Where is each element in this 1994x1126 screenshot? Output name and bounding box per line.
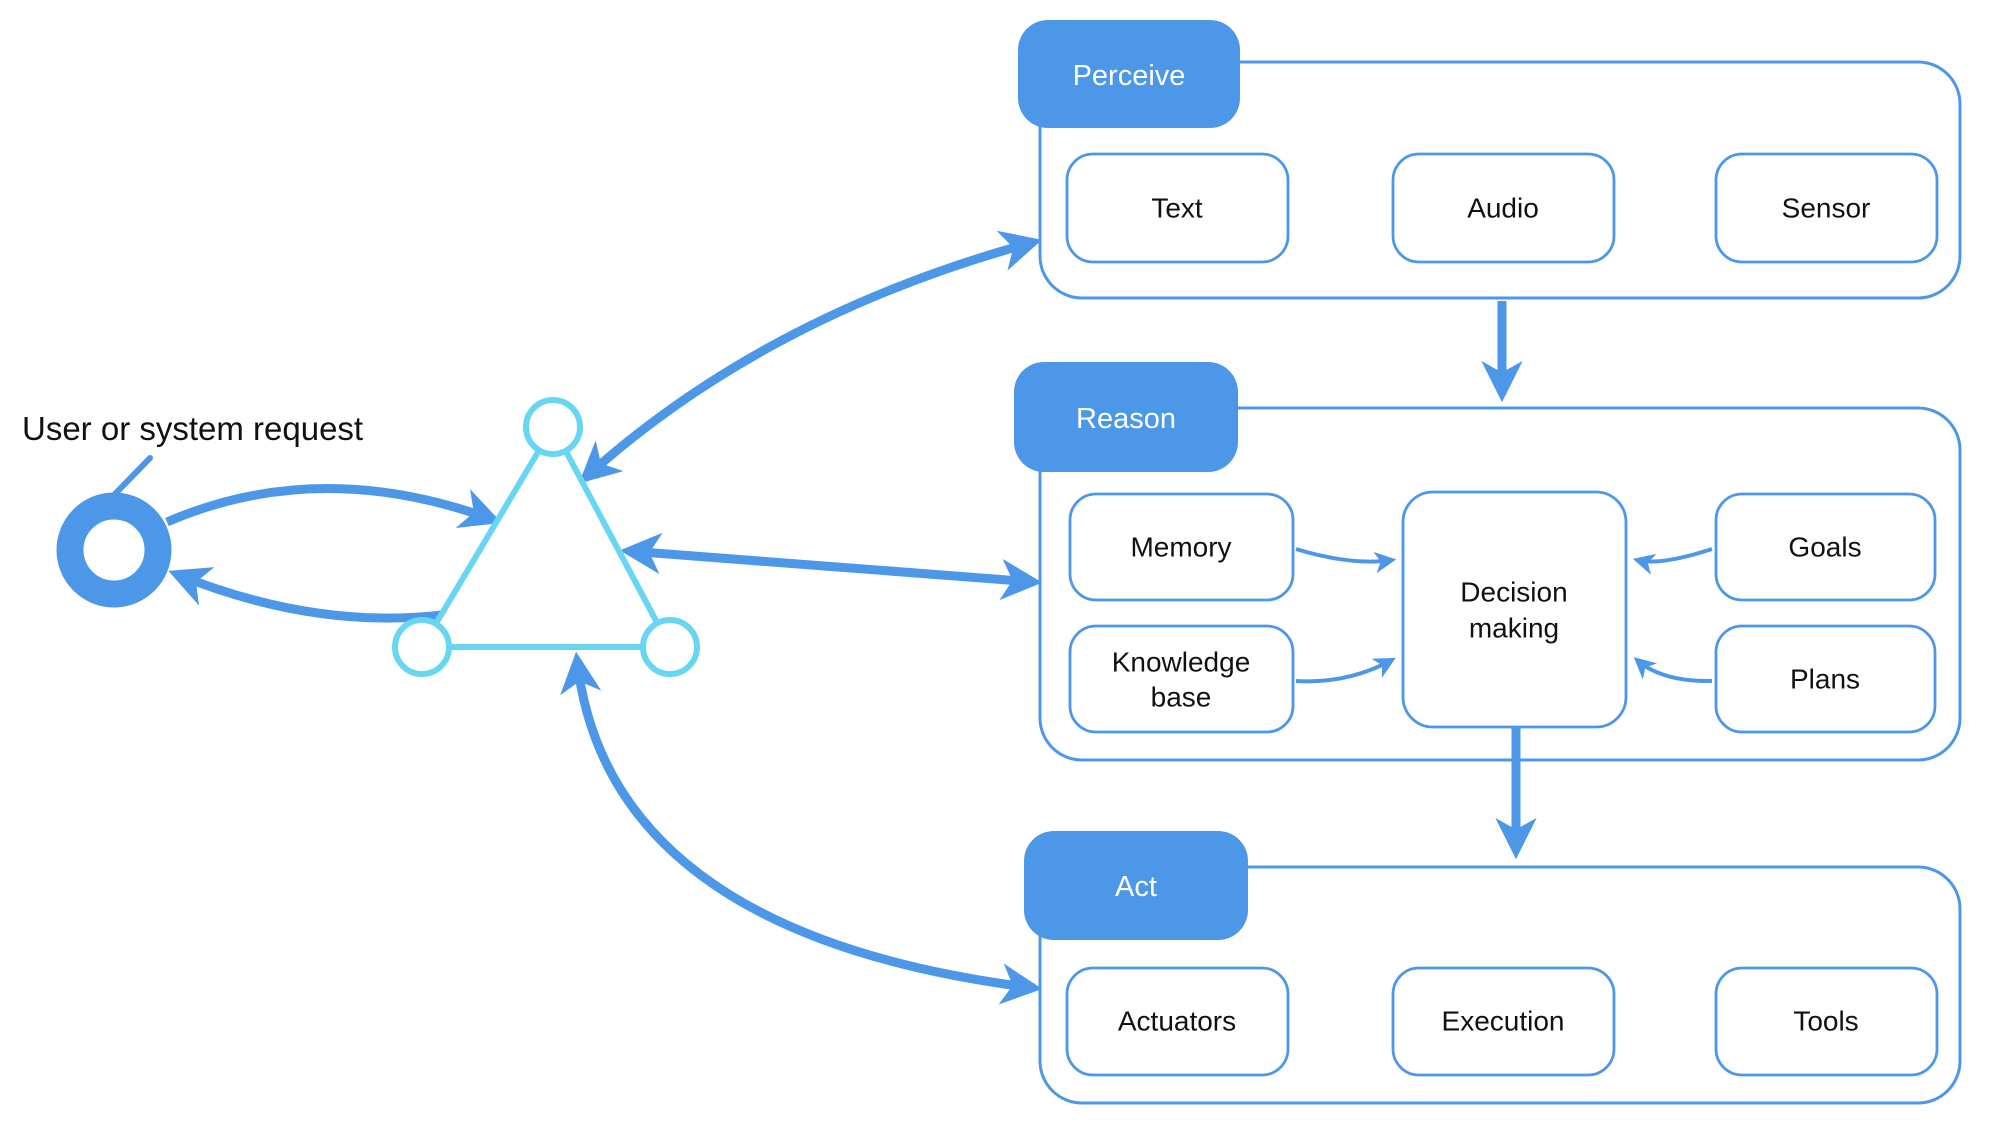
arrow-agent-act bbox=[560, 651, 1043, 1005]
perceive-tab-label: Perceive bbox=[1073, 60, 1186, 92]
request-pointer-line bbox=[112, 455, 153, 497]
arrow-user-to-agent bbox=[165, 484, 502, 529]
triangle-top-vertex bbox=[523, 397, 583, 457]
act-tab-label: Act bbox=[1115, 871, 1157, 903]
execution-node-label: Execution bbox=[1442, 1006, 1565, 1037]
reason-tab-label: Reason bbox=[1076, 403, 1176, 435]
arrow-agent-reason bbox=[619, 532, 1043, 601]
memory-node bbox=[1068, 492, 1295, 602]
perceive-tab bbox=[1018, 20, 1240, 128]
plans-node-label: Plans bbox=[1790, 664, 1860, 695]
audio-node-label: Audio bbox=[1467, 193, 1539, 224]
knowledge-base-node bbox=[1068, 624, 1295, 734]
goals-node-label: Goals bbox=[1788, 532, 1861, 563]
triangle-right-vertex bbox=[640, 617, 700, 677]
act-tab bbox=[1024, 831, 1248, 940]
arrow-knowledge-to-decision bbox=[1295, 657, 1396, 684]
decision-making-node bbox=[1401, 490, 1628, 729]
plans-node bbox=[1714, 624, 1937, 734]
triangle-left-vertex bbox=[392, 617, 452, 677]
triangle-shape bbox=[416, 420, 675, 650]
decision-making-label-line2: making bbox=[1469, 613, 1559, 644]
decision-making-label-line1: Decision bbox=[1460, 577, 1567, 608]
execution-node bbox=[1391, 966, 1616, 1077]
user-request-icon bbox=[56, 492, 172, 608]
arrow-memory-to-decision bbox=[1295, 547, 1397, 574]
actuators-node bbox=[1065, 966, 1290, 1077]
actuators-node-label: Actuators bbox=[1118, 1006, 1236, 1037]
user-request-label: User or system request bbox=[22, 410, 363, 447]
arrow-goals-to-decision bbox=[1632, 547, 1713, 575]
goals-node bbox=[1714, 492, 1937, 602]
arrow-plans-to-decision bbox=[1633, 657, 1713, 684]
knowledge-base-label-line1: Knowledge bbox=[1112, 647, 1251, 678]
tools-node-label: Tools bbox=[1793, 1006, 1858, 1037]
memory-node-label: Memory bbox=[1130, 532, 1231, 563]
agent-triangle-icon bbox=[392, 397, 700, 677]
sensor-node bbox=[1714, 152, 1939, 264]
audio-node bbox=[1391, 152, 1616, 264]
reason-tab bbox=[1014, 362, 1238, 472]
sensor-node-label: Sensor bbox=[1782, 193, 1871, 224]
text-node bbox=[1065, 152, 1290, 264]
tools-node bbox=[1714, 966, 1939, 1077]
arrow-agent-perceive bbox=[578, 230, 1042, 484]
text-node-label: Text bbox=[1151, 193, 1203, 224]
knowledge-base-label-line2: base bbox=[1151, 682, 1212, 713]
